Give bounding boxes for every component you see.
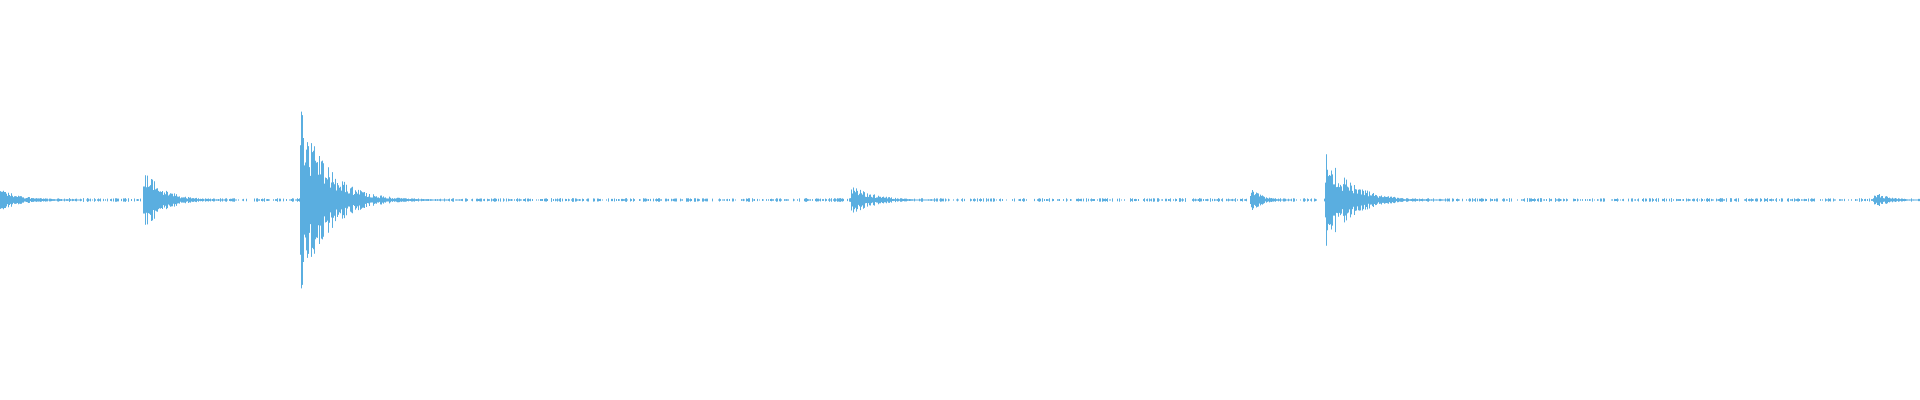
- waveform-bars: [0, 111, 1920, 289]
